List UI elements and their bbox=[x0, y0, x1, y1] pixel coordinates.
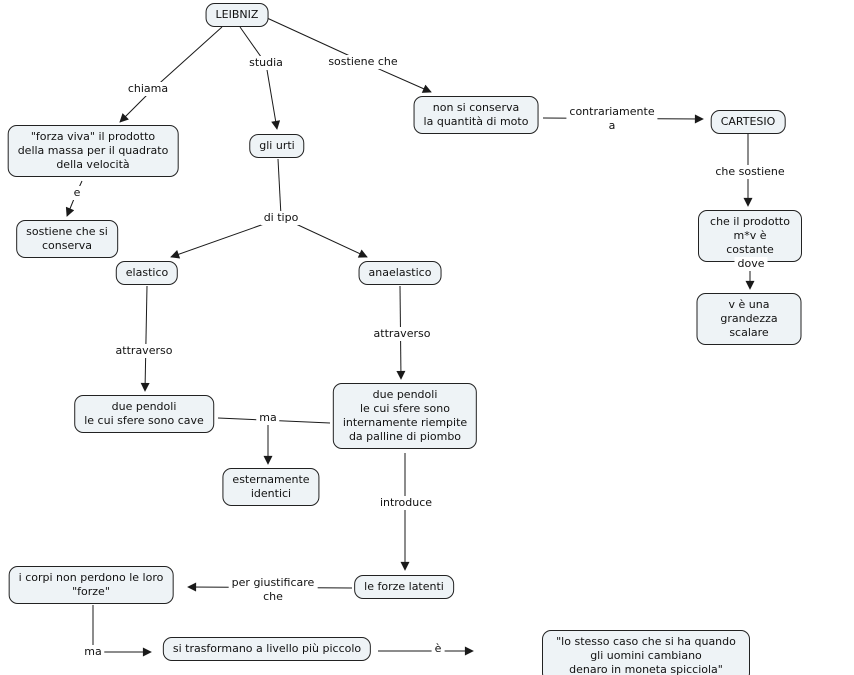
concept-forza-viva[interactable]: "forza viva" il prodotto della massa per… bbox=[7, 125, 179, 177]
link-label-introduce[interactable]: introduce bbox=[376, 496, 436, 510]
connector-leibniz-gli-urti bbox=[239, 26, 281, 130]
concept-grandezza-scalare[interactable]: v è una grandezza scalare bbox=[696, 293, 802, 345]
concept-leibniz[interactable]: LEIBNIZ bbox=[205, 3, 269, 27]
link-label-e[interactable]: e bbox=[70, 186, 84, 200]
concept-anaelastico[interactable]: anaelastico bbox=[358, 261, 442, 285]
link-label-dove[interactable]: dove bbox=[734, 257, 768, 271]
link-label-contrariamente-a[interactable]: contrariamente a bbox=[566, 105, 658, 133]
link-label-ma-centro[interactable]: ma bbox=[256, 411, 280, 425]
link-label-chiama[interactable]: chiama bbox=[124, 82, 172, 96]
link-label-ma-basso[interactable]: ma bbox=[81, 645, 105, 659]
link-label-sostiene-che[interactable]: sostiene che bbox=[325, 55, 401, 69]
link-label-di-tipo[interactable]: di tipo bbox=[260, 211, 302, 225]
link-label-per-giustificare[interactable]: per giustificare che bbox=[228, 576, 318, 604]
concept-cartesio[interactable]: CARTESIO bbox=[710, 110, 786, 134]
connector-leibniz-forza-viva bbox=[119, 26, 223, 123]
link-label-e-verbo[interactable]: è bbox=[431, 642, 445, 656]
connector-elastico-cave bbox=[140, 285, 150, 392]
concept-pendoli-cave[interactable]: due pendoli le cui sfere sono cave bbox=[74, 395, 214, 433]
link-label-che-sostiene[interactable]: che sostiene bbox=[712, 165, 788, 179]
link-label-studia[interactable]: studia bbox=[246, 56, 286, 70]
link-label-attraverso-dx[interactable]: attraverso bbox=[370, 327, 434, 341]
concept-gli-urti[interactable]: gli urti bbox=[249, 134, 305, 158]
concept-corpi-non-perdono[interactable]: i corpi non perdono le loro "forze" bbox=[8, 566, 174, 604]
concept-stesso-caso[interactable]: "lo stesso caso che si ha quando gli uom… bbox=[542, 630, 750, 675]
concept-trasformano[interactable]: si trasformano a livello più piccolo bbox=[162, 637, 372, 661]
concept-elastico[interactable]: elastico bbox=[115, 261, 179, 285]
link-label-attraverso-sx[interactable]: attraverso bbox=[112, 344, 176, 358]
concept-forze-latenti[interactable]: le forze latenti bbox=[354, 575, 454, 599]
concept-esternamente-identici[interactable]: esternamente identici bbox=[222, 468, 320, 506]
concept-non-conserva[interactable]: non si conserva la quantità di moto bbox=[413, 96, 539, 134]
concept-pendoli-piombo[interactable]: due pendoli le cui sfere sono internamen… bbox=[332, 383, 478, 449]
concept-sostiene-conserva[interactable]: sostiene che si conserva bbox=[16, 220, 118, 258]
concept-prodotto-costante[interactable]: che il prodotto m*v è costante bbox=[698, 210, 802, 262]
connector-gli-urti-di-tipo bbox=[277, 158, 282, 217]
